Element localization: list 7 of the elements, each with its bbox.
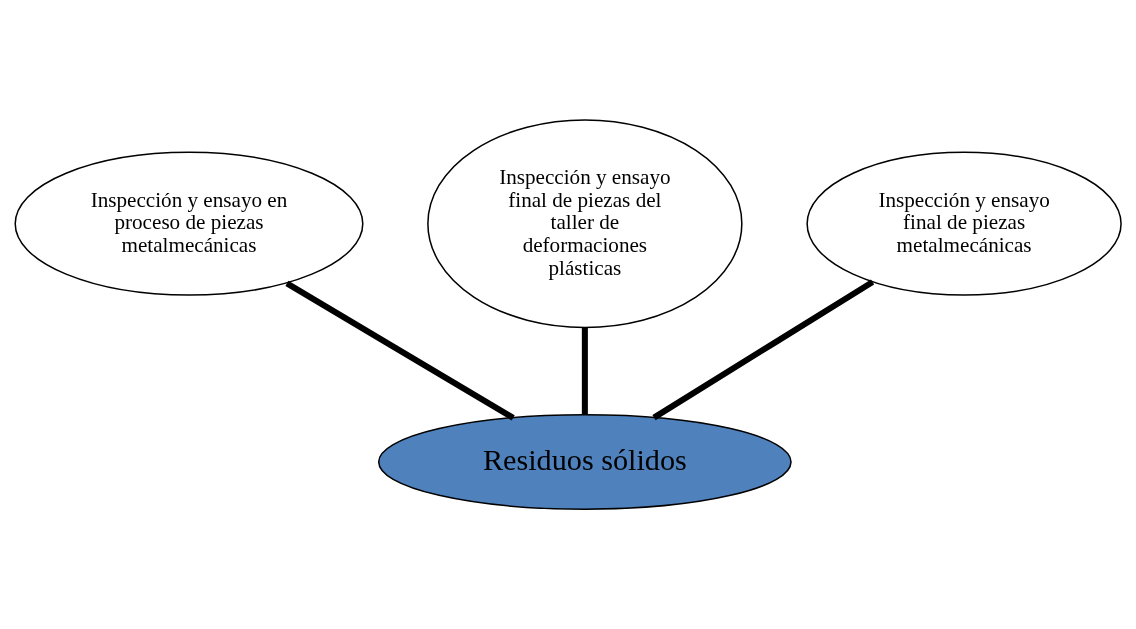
connector: [285, 280, 515, 421]
node-ellipse: Inspección y ensayo en proceso de piezas metalmecánicas: [14, 151, 364, 296]
connector: [652, 279, 875, 421]
node-ellipse: Inspección y ensayo final de piezas metalmecánicas: [806, 151, 1122, 296]
node-ellipse: Inspección y ensayo final de piezas del taller de deformaciones plásticas: [427, 119, 743, 329]
node-ellipse: Residuos sólidos: [377, 414, 792, 510]
connector: [581, 327, 588, 415]
